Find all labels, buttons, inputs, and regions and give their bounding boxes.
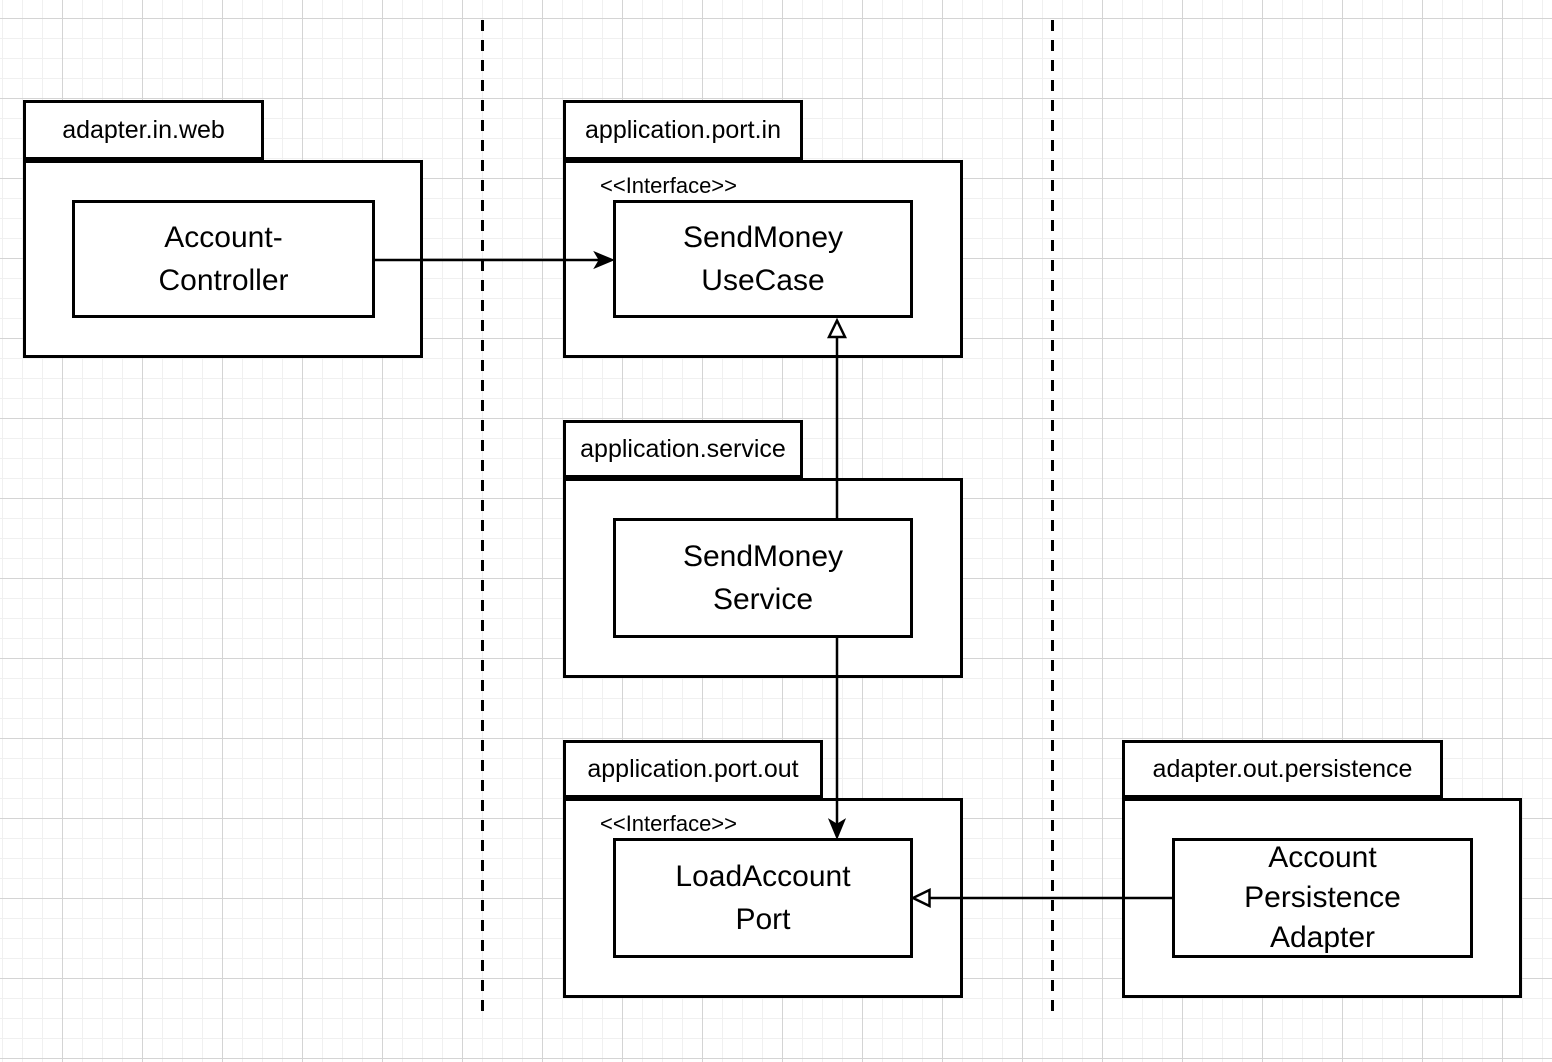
package-tab-application-service[interactable]: application.service <box>563 420 803 478</box>
node-label-line: SendMoney <box>682 221 844 254</box>
package-label: adapter.out.persistence <box>1152 754 1413 783</box>
package-tab-application-port-out[interactable]: application.port.out <box>563 740 823 798</box>
node-label-line: Port <box>735 903 791 936</box>
node-account-persistence-adapter[interactable]: Account Persistence Adapter <box>1172 838 1473 958</box>
node-account-controller[interactable]: Account- Controller <box>72 200 375 318</box>
node-label-line: UseCase <box>701 264 825 297</box>
package-label: application.service <box>580 434 786 463</box>
node-label-line: Account <box>1268 841 1377 874</box>
node-send-money-service[interactable]: SendMoney Service <box>613 518 913 638</box>
node-label-line: Account- <box>164 221 283 254</box>
node-label-line: Persistence <box>1244 881 1401 914</box>
package-tab-adapter-in-web[interactable]: adapter.in.web <box>23 100 264 160</box>
layer-boundary-line-right[interactable] <box>1051 20 1054 1018</box>
node-label-line: Adapter <box>1269 921 1376 954</box>
node-send-money-use-case[interactable]: SendMoney UseCase <box>613 200 913 318</box>
node-label-line: SendMoney <box>682 540 844 573</box>
stereotype-label: <<Interface>> <box>600 811 737 836</box>
package-label: application.port.out <box>587 754 799 783</box>
package-tab-adapter-out-persistence[interactable]: adapter.out.persistence <box>1122 740 1443 798</box>
node-label-line: LoadAccount <box>675 860 851 893</box>
package-label: application.port.in <box>585 115 781 144</box>
package-tab-application-port-in[interactable]: application.port.in <box>563 100 803 160</box>
stereotype-label: <<Interface>> <box>600 173 737 198</box>
layer-boundary-line-left[interactable] <box>481 20 484 1018</box>
package-label: adapter.in.web <box>62 115 225 144</box>
node-label-line: Controller <box>158 264 289 297</box>
node-load-account-port[interactable]: LoadAccount Port <box>613 838 913 958</box>
node-label-line: Service <box>712 583 814 616</box>
